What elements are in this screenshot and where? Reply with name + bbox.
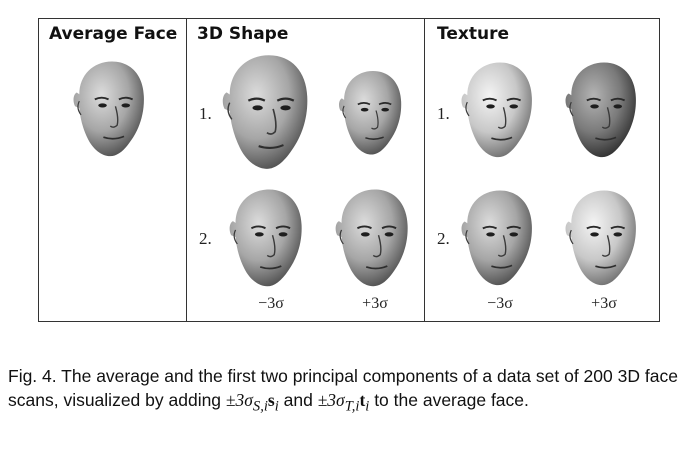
texture-minus-3sigma-label: −3σ	[487, 295, 513, 312]
figure-caption: Fig. 4. The average and the first two pr…	[8, 364, 694, 419]
shape-pc2-minus-face	[225, 183, 313, 291]
figure-frame: Average Face 3D Shape Texture 1. 2. −3σ …	[38, 18, 660, 322]
shape-pc1-plus-face	[335, 63, 411, 161]
shape-pc2-plus-face	[331, 183, 419, 291]
texture-row-1-label: 1.	[437, 104, 450, 123]
caption-text: Fig. 4. The average and the first two pr…	[8, 366, 678, 410]
shape-pc1-minus-face	[217, 49, 321, 173]
average-face-image	[69, 55, 155, 161]
shape-row-2-label: 2.	[199, 229, 212, 248]
texture-pc1-minus-face	[457, 55, 543, 163]
texture-pc1-plus-face	[561, 55, 647, 163]
shape-row-1-label: 1.	[199, 104, 212, 123]
caption-shape-term: ±3σS,isi	[225, 390, 279, 415]
shape-plus-3sigma-label: +3σ	[362, 295, 388, 312]
texture-row-2-label: 2.	[437, 229, 450, 248]
caption-texture-term: ±3σT,iti	[317, 390, 370, 415]
average-face-title: Average Face	[49, 24, 178, 44]
shape-panel-title: 3D Shape	[197, 24, 289, 44]
caption-text: and	[278, 390, 318, 410]
texture-panel-title: Texture	[437, 24, 509, 44]
texture-plus-3sigma-label: +3σ	[591, 295, 617, 312]
caption-text: to the average face.	[369, 390, 529, 410]
texture-pc2-plus-face	[561, 183, 647, 291]
shape-minus-3sigma-label: −3σ	[258, 295, 284, 312]
panel-divider	[424, 19, 425, 321]
panel-divider	[186, 19, 187, 321]
texture-pc2-minus-face	[457, 183, 543, 291]
